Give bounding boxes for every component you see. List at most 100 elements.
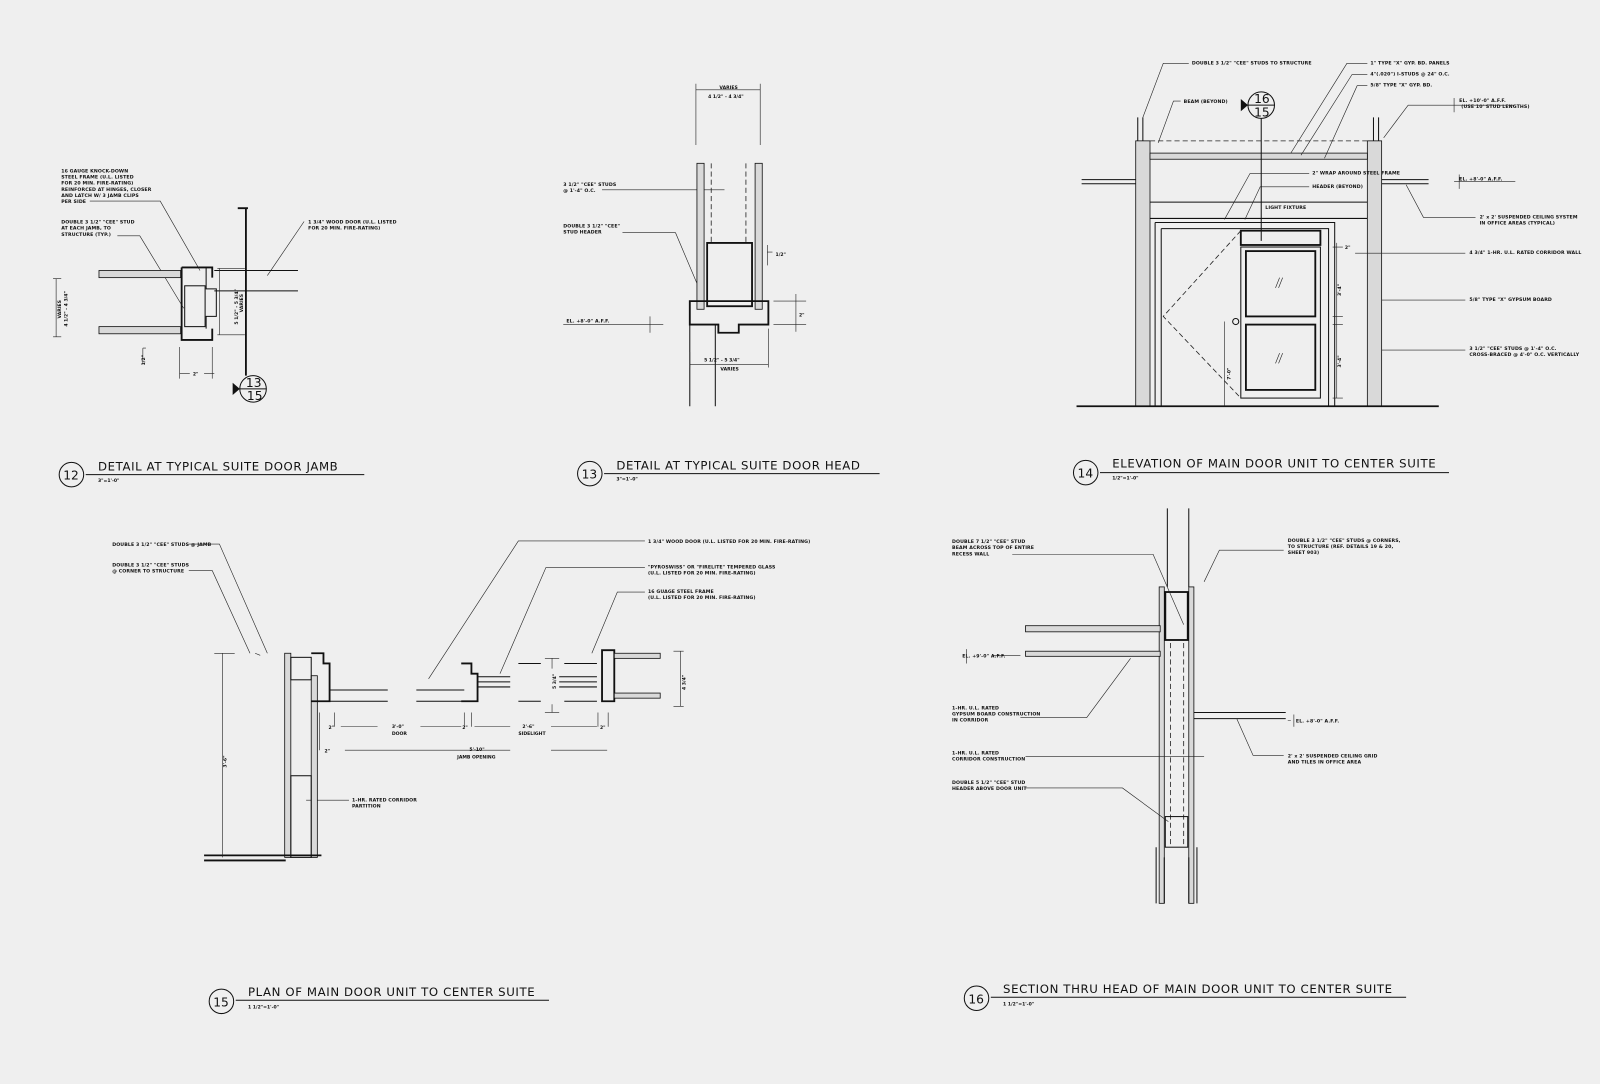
detail-16-linework: [1025, 508, 1286, 904]
detail-13-title-block: 13 DETAIL AT TYPICAL SUITE DOOR HEAD 3"=…: [577, 459, 880, 487]
note-line: CROSS-BRACED @ 4'-0" O.C. VERTICALLY: [1469, 352, 1579, 358]
reference-bubble-13-15: 13 15: [232, 375, 267, 403]
note-line: 2' x 2' SUSPENDED CEILING SYSTEM: [1480, 214, 1578, 220]
note-line: 5/8" TYPE "X" GYP. BD.: [1370, 83, 1432, 89]
detail-14-leaders: [1142, 62, 1516, 351]
note-line: STUD HEADER: [563, 230, 602, 236]
note-line: 4"(.020") I-STUDS @ 24" O.C.: [1370, 72, 1449, 78]
detail-title: ELEVATION OF MAIN DOOR UNIT TO CENTER SU…: [1112, 456, 1436, 470]
dimension-text: 5 1/2" - 5 3/4": [704, 357, 740, 363]
note-line: DOUBLE 3 1/2" "CEE" STUDS @ CORNERS,: [1288, 538, 1401, 544]
detail-12-dimensions: VARIES 4 1/2" - 4 3/4" VARIES 5 1/2" - 5…: [57, 289, 245, 378]
note-line: EL. +8'-0" A.F.F.: [566, 319, 609, 325]
detail-scale: 1 1/2"=1'-0": [248, 1004, 279, 1010]
note-line: TO STRUCTURE (REF. DETAILS 19 & 20,: [1288, 544, 1394, 550]
detail-12-jamb: 16 GAUGE KNOCK-DOWN STEEL FRAME (U.L. LI…: [53, 169, 397, 488]
detail-15-plan: DOUBLE 3 1/2" "CEE" STUDS @ JAMB DOUBLE …: [112, 539, 810, 1015]
detail-14-elevation: DOUBLE 3 1/2" "CEE" STUDS TO STRUCTURE 1…: [1072, 60, 1581, 486]
detail-15-notes: DOUBLE 3 1/2" "CEE" STUDS @ JAMB DOUBLE …: [112, 539, 810, 809]
note-line: RECESS WALL: [952, 551, 989, 557]
dimension-text: 2'-6": [522, 724, 534, 730]
detail-number: 12: [63, 469, 79, 483]
dimension-text: 2": [324, 748, 330, 754]
note-line: 5/8" TYPE "X" GYPSUM BOARD: [1469, 297, 1552, 303]
detail-number-circle: [58, 461, 85, 488]
detail-13-dimensions: VARIES 4 1/2" - 4 3/4" 1/2" 2" 5 1/2" - …: [704, 85, 804, 373]
note-line: HEADER ABOVE DOOR UNIT: [952, 786, 1027, 792]
note-line: 1-HR. U.L. RATED: [952, 750, 999, 756]
note-line: DOUBLE 3 1/2" "CEE" STUD: [61, 220, 134, 226]
note-line: GYPSUM BOARD CONSTRUCTION: [952, 712, 1040, 718]
detail-12-leaders: [89, 200, 305, 309]
dimension-text: 2": [193, 372, 199, 378]
detail-15-title-block: 15 PLAN OF MAIN DOOR UNIT TO CENTER SUIT…: [208, 985, 549, 1015]
detail-16-section: DOUBLE 7 1/2" "CEE" STUD BEAM ACROSS TOP…: [952, 508, 1407, 1012]
detail-15-dimensions: 2" 3'-0" DOOR 2" 2'-6" SIDELIGHT 2" 2" 5…: [223, 674, 688, 768]
bubble-top-text: 16: [1254, 92, 1270, 106]
detail-16-leaders: [966, 549, 1295, 822]
note-line: FOR 20 MIN. FIRE-RATING): [61, 181, 133, 187]
dimension-text: 4 3/4": [682, 675, 688, 690]
note-line: 1 3/4" WOOD DOOR (U.L. LISTED: [308, 220, 396, 226]
note-line: IN OFFICE AREAS (TYPICAL): [1480, 221, 1555, 227]
note-line: (U.L. LISTED FOR 20 MIN. FIRE-RATING): [648, 595, 756, 601]
dimension-text: 2": [600, 725, 606, 731]
note-line: IN CORRIDOR: [952, 718, 989, 724]
note-line: DOUBLE 3 1/2" "CEE" STUDS TO STRUCTURE: [1192, 60, 1312, 66]
detail-15-linework: [204, 649, 684, 862]
dimension-text: 7'-0": [1227, 368, 1233, 380]
note-line: SHEET 903): [1288, 550, 1319, 556]
detail-number: 15: [213, 995, 229, 1009]
dimension-text: 3'-4": [1337, 355, 1343, 367]
note-line: BEAM (BEYOND): [1184, 99, 1228, 105]
detail-13-head: 3 1/2" "CEE" STUDS @ 1'-4" O.C. DOUBLE 3…: [563, 83, 880, 487]
bubble-bottom-text: 15: [247, 389, 263, 403]
note-line: REINFORCED AT HINGES, CLOSER: [61, 187, 152, 193]
note-line: 4 3/4" 1-HR. U.L. RATED CORRIDOR WALL: [1469, 250, 1581, 256]
dimension-text: 2": [329, 725, 335, 731]
dimension-text: 5 3/4": [552, 674, 558, 689]
detail-title: SECTION THRU HEAD OF MAIN DOOR UNIT TO C…: [1003, 982, 1393, 996]
detail-scale: 3"=1'-0": [98, 478, 119, 484]
note-line: EL. +10'-0" A.F.F.: [1459, 98, 1506, 104]
note-line: CORRIDOR CONSTRUCTION: [952, 756, 1025, 762]
note-line: DOUBLE 3 1/2" "CEE" STUDS: [112, 562, 189, 568]
note-line: @ 1'-4" O.C.: [563, 188, 596, 194]
note-line: (U.L. LISTED FOR 20 MIN. FIRE-RATING): [648, 571, 756, 577]
note-line: AT EACH JAMB, TO: [61, 226, 111, 232]
dimension-text: 4 1/2" - 4 3/4": [63, 291, 69, 327]
detail-number: 16: [968, 992, 984, 1006]
detail-14-dimensions: 2" 3'-4" 3'-4" 7'-0": [1227, 245, 1351, 380]
note-line: DOUBLE 3 1/2" "CEE" STUDS @ JAMB: [112, 542, 211, 548]
note-line: 1-HR. RATED CORRIDOR: [352, 797, 417, 803]
dimension-text: 4 1/2" - 4 3/4": [708, 94, 744, 100]
detail-number: 14: [1078, 467, 1094, 481]
note-line: 3 1/2" "CEE" STUDS: [563, 182, 617, 188]
detail-12-linework: [53, 207, 298, 379]
note-line: PER SIDE: [61, 199, 86, 205]
note-line: 16 GUAGE STEEL FRAME: [648, 589, 714, 595]
note-line: 1-HR. U.L. RATED: [952, 705, 999, 711]
detail-title: DETAIL AT TYPICAL SUITE DOOR HEAD: [616, 459, 860, 473]
reference-bubble-16-15: 16 15: [1240, 91, 1275, 241]
note-line: 2" WRAP AROUND STEEL FRAME: [1312, 171, 1400, 177]
detail-14-title-block: 14 ELEVATION OF MAIN DOOR UNIT TO CENTER…: [1072, 456, 1449, 486]
dimension-text: 1/2": [141, 355, 147, 365]
note-line: EL. +9'-0" A.F.F.: [962, 653, 1005, 659]
detail-13-notes: 3 1/2" "CEE" STUDS @ 1'-4" O.C. DOUBLE 3…: [563, 182, 620, 325]
note-line: LIGHT FIXTURE: [1265, 205, 1306, 211]
note-line: STRUCTURE (TYP.): [61, 232, 111, 238]
dimension-text: SIDELIGHT: [518, 731, 546, 737]
detail-title: DETAIL AT TYPICAL SUITE DOOR JAMB: [98, 460, 338, 474]
note-line: DOUBLE 3 1/2" "CEE": [563, 224, 620, 230]
note-line: FOR 20 MIN. FIRE-RATING): [308, 226, 380, 232]
note-line: AND LATCH W/ 3 JAMB CLIPS: [61, 193, 139, 199]
note-line: EL. +8'-0" A.F.F.: [1296, 719, 1339, 725]
detail-scale: 1 1/2"=1'-0": [1003, 1001, 1034, 1007]
detail-16-notes: DOUBLE 7 1/2" "CEE" STUD BEAM ACROSS TOP…: [952, 538, 1401, 792]
note-line: PARTITION: [352, 803, 381, 809]
note-line: EL. +8'-0" A.F.F.: [1459, 177, 1502, 183]
dimension-text: 2": [1345, 245, 1351, 251]
dimension-text: 2": [462, 725, 468, 731]
